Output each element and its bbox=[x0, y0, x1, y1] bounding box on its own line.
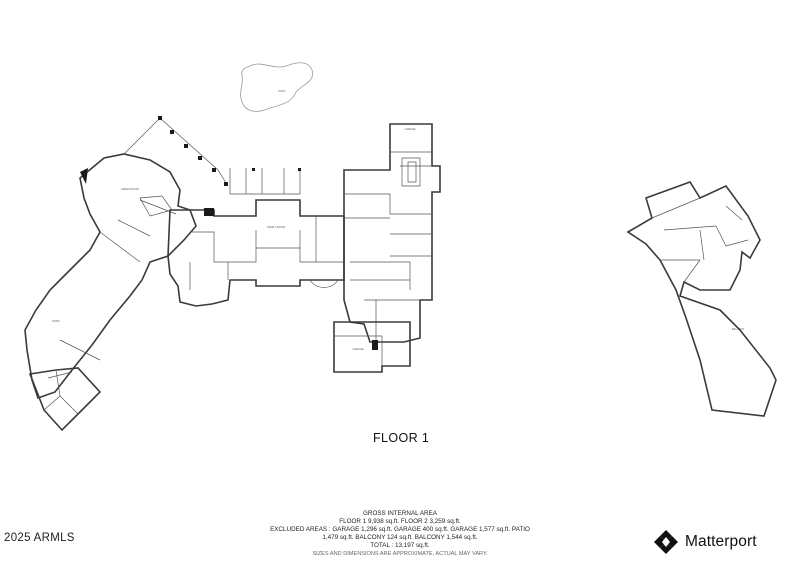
room-labels: GREAT ROOM FAMILY ROOM GARAGE GARAGE PAT… bbox=[52, 89, 744, 351]
brand-name: Matterport bbox=[685, 533, 757, 550]
area-total: TOTAL : 13,197 sq.ft. bbox=[370, 542, 430, 549]
copyright-notice: 2025 ARMLS bbox=[4, 532, 75, 544]
svg-text:POOL: POOL bbox=[278, 89, 286, 93]
area-excluded-2: 1,479 sq.ft. BALCONY 124 sq.ft. BALCONY … bbox=[322, 534, 478, 541]
area-summary: GROSS INTERNAL AREA FLOOR 1 9,938 sq.ft.… bbox=[230, 510, 570, 558]
svg-text:BALCONY: BALCONY bbox=[732, 327, 745, 331]
right-core bbox=[333, 123, 441, 373]
svg-text:GARAGE: GARAGE bbox=[404, 127, 415, 131]
floor-2-plan bbox=[626, 181, 777, 417]
patio bbox=[80, 116, 229, 187]
area-floors: FLOOR 1 9,938 sq.ft. FLOOR 2 3,259 sq.ft… bbox=[339, 518, 461, 525]
pool-outline bbox=[240, 62, 314, 112]
left-wing bbox=[24, 153, 197, 432]
area-heading: GROSS INTERNAL AREA bbox=[363, 510, 437, 517]
central-core bbox=[167, 168, 345, 307]
svg-text:PATIO: PATIO bbox=[52, 319, 59, 323]
svg-text:FAMILY ROOM: FAMILY ROOM bbox=[267, 225, 285, 229]
matterport-logo-icon bbox=[654, 530, 678, 554]
floor-title: FLOOR 1 bbox=[373, 431, 430, 445]
brand-logo: Matterport bbox=[652, 528, 757, 556]
area-note: SIZES AND DIMENSIONS ARE APPROXIMATE, AC… bbox=[312, 551, 488, 557]
svg-text:GREAT ROOM: GREAT ROOM bbox=[121, 187, 139, 191]
svg-text:GARAGE: GARAGE bbox=[352, 347, 363, 351]
area-excluded-1: EXCLUDED AREAS : GARAGE 1,296 sq.ft. GAR… bbox=[270, 526, 530, 533]
